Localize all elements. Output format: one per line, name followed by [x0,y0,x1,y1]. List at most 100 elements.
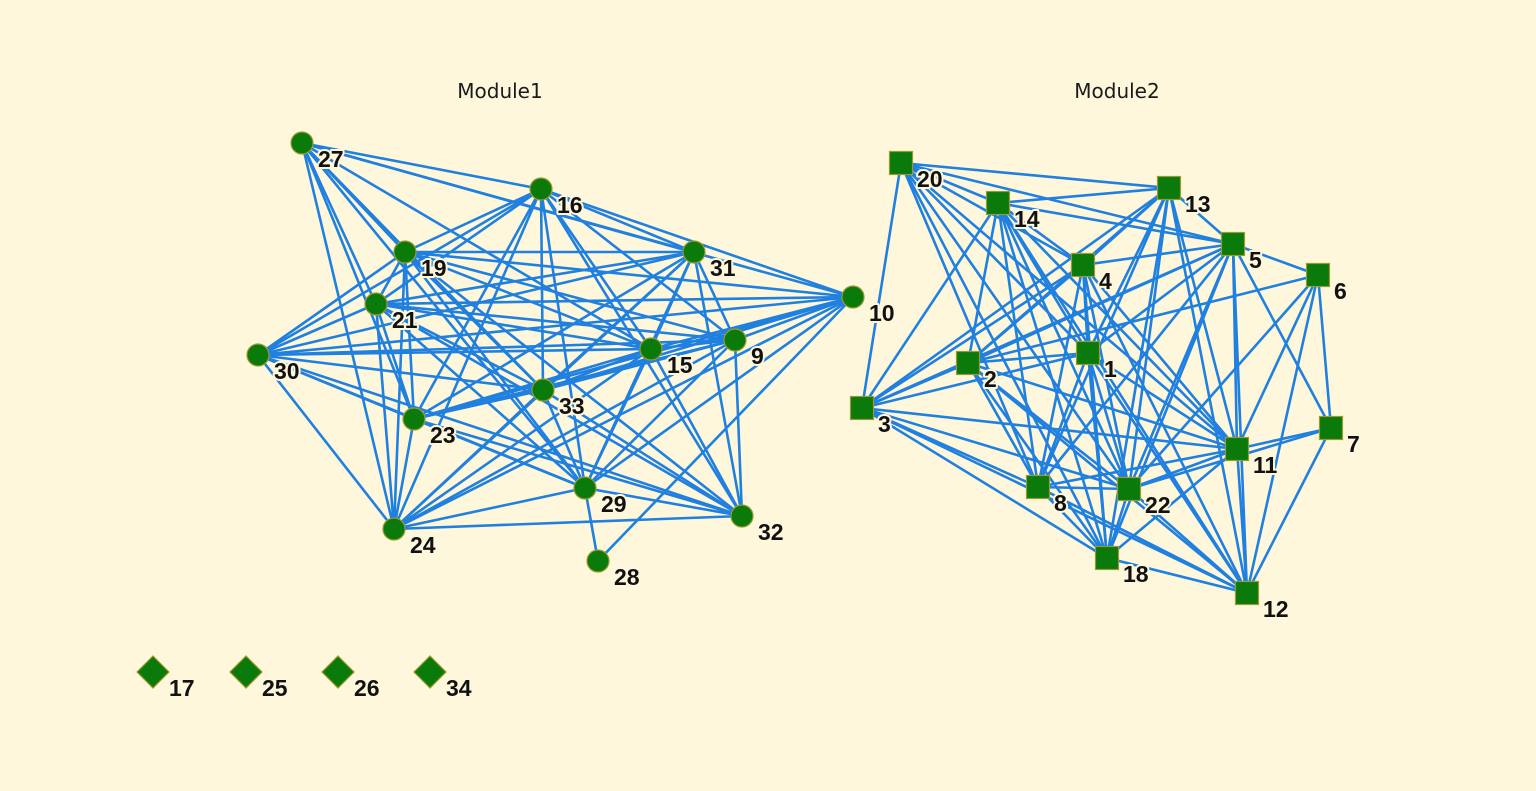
node-label-21: 21 [392,307,418,333]
node-5 [1220,231,1246,257]
node-label-25: 25 [262,675,288,701]
node-label-6: 6 [1334,278,1347,304]
edge-33-23 [412,388,545,421]
module2-title: Module2 [1074,79,1159,103]
node-13 [1156,175,1182,201]
edge-30-33 [256,353,545,392]
node-22 [1116,476,1142,502]
edge-10-30 [256,295,855,357]
edge-20-11 [899,161,1239,451]
edge-16-29 [539,187,587,490]
edge-19-24 [392,250,407,531]
node-17 [136,655,170,689]
edge-2-8 [966,361,1040,489]
edge-20-14 [899,161,1000,205]
edge-10-24 [392,295,855,531]
edge-1-3 [860,351,1090,410]
edge-18-12 [1105,556,1249,595]
edge-13-1 [1086,186,1171,355]
node-label-13: 13 [1185,191,1211,217]
node-label-26: 26 [354,675,380,701]
node-label-32: 32 [758,519,784,545]
edge-14-13 [996,186,1171,205]
edge-31-32 [692,250,744,518]
edge-2-1 [966,351,1090,365]
node-label-5: 5 [1249,247,1262,273]
node-30 [246,343,270,367]
edge-1-22 [1086,351,1131,491]
edge-14-8 [996,201,1040,489]
edge-4-8 [1036,263,1085,489]
edge-15-9 [649,338,737,351]
edge-2-3 [860,361,970,410]
edge-29-28 [583,486,600,563]
edge-6-7 [1316,273,1333,430]
edge-30-32 [256,353,744,518]
edge-7-12 [1245,426,1333,595]
node-label-20: 20 [917,166,943,192]
node-label-1: 1 [1104,356,1117,382]
edge-3-12 [860,406,1249,595]
node-label-30: 30 [274,358,300,384]
edge-20-5 [899,161,1235,246]
node-29 [573,476,597,500]
node-28 [586,549,610,573]
edge-4-2 [966,263,1085,365]
edge-21-30 [256,302,378,357]
nodes-layer [136,131,1344,689]
edge-4-5 [1081,242,1235,267]
edge-3-11 [860,406,1239,451]
node-1 [1075,340,1101,366]
node-10 [841,285,865,309]
edge-21-15 [374,302,653,351]
edge-29-32 [583,486,744,518]
node-label-3: 3 [878,411,891,437]
node-12 [1234,580,1260,606]
node-label-23: 23 [430,422,456,448]
node-label-24: 24 [410,532,436,558]
edge-14-18 [996,201,1109,560]
edge-27-21 [300,141,378,306]
edge-6-12 [1245,273,1320,595]
edge-20-13 [899,161,1171,190]
edge-14-4 [996,201,1085,267]
edge-9-32 [733,338,744,518]
edge-14-22 [996,201,1131,491]
edge-21-9 [374,302,737,342]
node-label-17: 17 [169,675,195,701]
edge-4-12 [1081,263,1249,595]
edge-11-8 [1036,447,1239,489]
edge-16-19 [403,187,543,254]
node-3 [849,395,875,421]
edge-21-33 [374,302,545,392]
node-34 [413,655,447,689]
node-24 [382,517,406,541]
edge-24-32 [392,514,744,531]
node-18 [1094,545,1120,571]
node-label-10: 10 [869,300,895,326]
edge-6-22 [1127,273,1320,491]
node-label-8: 8 [1054,490,1067,516]
edge-21-32 [374,302,744,518]
node-label-14: 14 [1014,206,1040,232]
edge-6-11 [1235,273,1320,451]
node-8 [1025,474,1051,500]
edge-10-29 [583,295,855,490]
node-4 [1070,252,1096,278]
edge-27-10 [300,141,855,299]
node-9 [723,328,747,352]
node-label-19: 19 [421,255,447,281]
node-26 [321,655,355,689]
edges-layer [256,141,1333,595]
edge-20-3 [860,161,903,410]
edge-27-16 [300,141,543,191]
edge-9-33 [541,338,737,392]
edge-23-24 [392,417,416,531]
node-label-11: 11 [1253,452,1278,478]
node-33 [531,378,555,402]
node-15 [639,337,663,361]
node-31 [682,240,706,264]
node-16 [529,177,553,201]
node-25 [229,655,263,689]
